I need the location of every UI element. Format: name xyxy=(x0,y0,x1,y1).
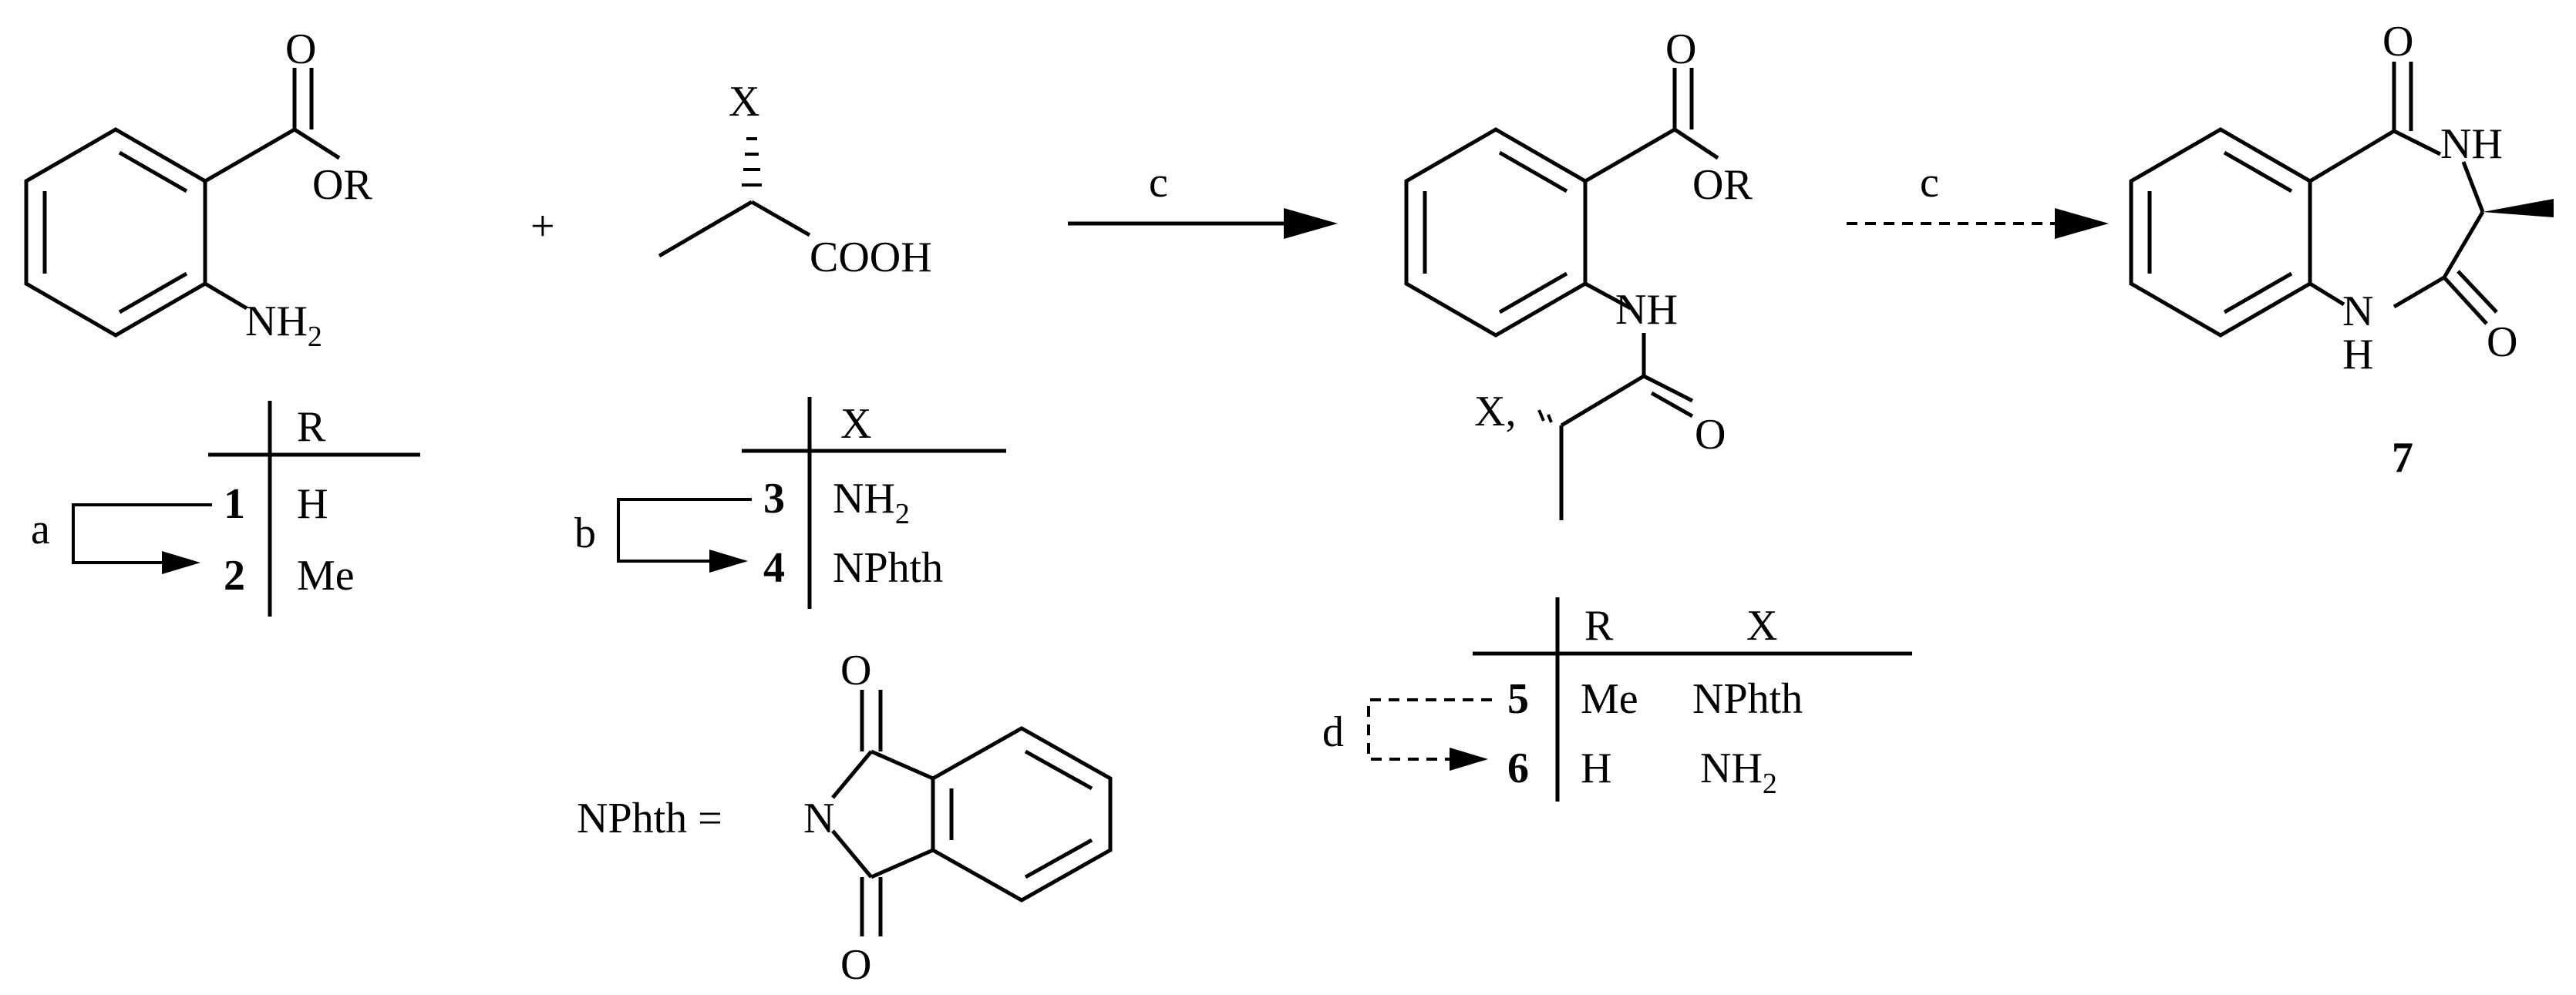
compound-label-2: 2 xyxy=(224,552,245,600)
table-value-nphth: NPhth xyxy=(833,544,943,592)
table-value-me: Me xyxy=(297,552,355,600)
reaction-arrow-c: c xyxy=(1068,159,1338,239)
atom-x: X xyxy=(729,78,759,126)
atom-oxygen-bottom-7: O xyxy=(2487,318,2517,366)
atom-oxygen-top-phth: O xyxy=(840,647,871,694)
table-compounds-5-6: R X 5 Me NPhth 6 H NH2 d xyxy=(1322,597,1912,802)
reaction-arrow-c-dashed: c xyxy=(1847,159,2109,239)
alanine-structure: X COOH xyxy=(658,78,932,281)
benzodiazepinedione-structure: O NH O N H 7 xyxy=(2129,18,2554,482)
table-header-x-56: X xyxy=(1746,602,1777,650)
compound-label-1: 1 xyxy=(224,480,245,528)
table-value-me-56: Me xyxy=(1581,675,1638,723)
atom-n-phth: N xyxy=(803,795,834,842)
reagent-b: b xyxy=(574,509,596,557)
reagent-c-2: c xyxy=(1920,159,1939,207)
table-value-h: H xyxy=(297,480,328,528)
amide-intermediate-structure: O OR NH O X, xyxy=(1404,25,1753,520)
compound-label-7: 7 xyxy=(2392,434,2413,482)
atom-oxygen-amide: O xyxy=(1695,411,1726,459)
atom-oxygen: O xyxy=(285,25,316,73)
table-compounds-3-4: X 3 NH2 4 NPhth b xyxy=(574,397,1006,609)
atom-h-ring-7: H xyxy=(2342,331,2373,378)
hashed-wedge-bond xyxy=(742,137,762,187)
phthalimide-definition: NPhth = N O O xyxy=(577,647,1113,989)
anthranilate-structure: O OR NH2 xyxy=(24,25,372,353)
table-value-nphth-56: NPhth xyxy=(1692,675,1803,723)
atom-or-ester: OR xyxy=(1692,161,1753,209)
table-value-nh2: NH2 xyxy=(833,475,910,530)
atom-oxygen-ester: O xyxy=(1665,25,1696,73)
table-header-r: R xyxy=(297,403,326,451)
atom-oxygen-bottom-phth: O xyxy=(840,941,871,989)
atom-n-ring-7: N xyxy=(2342,287,2373,335)
plus-sign: + xyxy=(530,203,555,250)
nphth-equals-label: NPhth = xyxy=(577,795,722,842)
compound-label-5: 5 xyxy=(1507,675,1529,723)
compound-label-4: 4 xyxy=(763,544,785,592)
table-value-h-56: H xyxy=(1581,745,1611,792)
atom-oxygen-top-7: O xyxy=(2382,18,2413,66)
hashed-wedge-bond-2 xyxy=(1537,409,1553,423)
table-value-nh2-56: NH2 xyxy=(1700,745,1777,800)
atom-or: OR xyxy=(312,161,372,209)
compound-label-6: 6 xyxy=(1507,745,1529,792)
table-header-r-56: R xyxy=(1584,602,1614,650)
reagent-d: d xyxy=(1322,708,1344,756)
atom-x-amide: X, xyxy=(1474,388,1516,435)
atom-nh-amide: NH xyxy=(1615,286,1678,334)
atom-nh2: NH2 xyxy=(245,297,322,353)
atom-cooh: COOH xyxy=(810,234,932,281)
table-header-x: X xyxy=(840,400,871,448)
reagent-a: a xyxy=(31,506,50,553)
atom-nh-ring-7: NH xyxy=(2440,120,2503,168)
compound-label-3: 3 xyxy=(763,475,785,523)
table-compounds-1-2: R 1 H 2 Me a xyxy=(31,401,420,617)
reagent-c-1: c xyxy=(1149,159,1168,207)
